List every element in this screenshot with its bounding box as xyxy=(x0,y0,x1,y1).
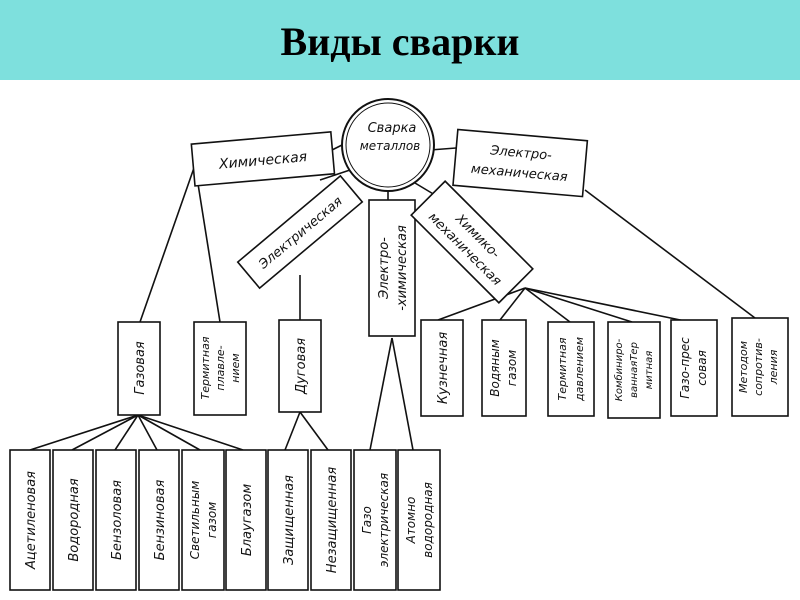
node-chemomechanical: Химико- механическая xyxy=(410,180,534,304)
svg-text:митная: митная xyxy=(644,351,655,390)
node-thermite-pressure: Термитная давлением xyxy=(547,321,595,417)
node-combined-thermite: Комбиниро- ваннаяТер митная xyxy=(607,321,661,419)
svg-text:Термитная: Термитная xyxy=(199,336,212,399)
svg-text:плавле-: плавле- xyxy=(214,345,227,390)
svg-text:Бензиновая: Бензиновая xyxy=(153,479,168,560)
svg-text:сопротив-: сопротив- xyxy=(752,338,765,396)
svg-text:Бензоловая: Бензоловая xyxy=(110,480,125,560)
svg-text:газом: газом xyxy=(505,350,519,386)
svg-text:Термитная: Термитная xyxy=(556,337,569,400)
node-electrochemical: Электро- -химическая xyxy=(368,199,416,337)
node-forge: Кузнечная xyxy=(420,319,464,417)
svg-text:Электро-: Электро- xyxy=(377,237,392,300)
node-light-gas: Светильным газом xyxy=(181,449,225,591)
node-unprotected: Незащищенная xyxy=(310,449,352,591)
svg-text:Газо: Газо xyxy=(360,506,374,534)
node-thermite-melt: Термитная плавле- нием xyxy=(193,321,247,416)
svg-text:ления: ления xyxy=(767,349,780,385)
node-water-gas: Водяным газом xyxy=(481,319,527,417)
svg-text:Дуговая: Дуговая xyxy=(294,338,309,395)
svg-text:Водяным: Водяным xyxy=(488,339,502,396)
svg-text:Химическая: Химическая xyxy=(217,149,307,173)
connector-lines xyxy=(29,144,756,451)
node-blaugas: Блаугазом xyxy=(225,449,267,591)
svg-text:Незащищенная: Незащищенная xyxy=(325,467,340,574)
svg-text:Кузнечная: Кузнечная xyxy=(436,332,451,404)
svg-text:нием: нием xyxy=(229,353,242,382)
node-protected: Защищенная xyxy=(267,449,309,591)
svg-text:совая: совая xyxy=(695,350,709,386)
node-electric: Электрическая xyxy=(236,174,364,290)
svg-text:давлением: давлением xyxy=(573,337,586,402)
node-electromechanical: Электро- механическая xyxy=(452,128,589,198)
node-atomic-hydrogen: Атомно водородная xyxy=(397,449,441,591)
node-hydrogen: Водородная xyxy=(52,449,94,591)
node-resistance: Методом сопротив- ления xyxy=(731,317,789,417)
node-arc: Дуговая xyxy=(278,319,322,413)
svg-text:Электрическая: Электрическая xyxy=(256,194,346,273)
node-chemical: Химическая xyxy=(190,131,336,187)
page-title: Виды сварки xyxy=(280,19,520,64)
svg-text:Водородная: Водородная xyxy=(67,478,82,561)
root-node: Сварка металлов xyxy=(341,98,435,192)
svg-text:водородная: водородная xyxy=(421,482,435,558)
svg-text:электрическая: электрическая xyxy=(377,473,391,567)
svg-text:Блаугазом: Блаугазом xyxy=(240,484,255,557)
svg-text:газом: газом xyxy=(205,502,219,538)
svg-text:Светильным: Светильным xyxy=(188,481,202,560)
svg-text:Ацетиленовая: Ацетиленовая xyxy=(24,471,39,570)
svg-text:ваннаяТер: ваннаяТер xyxy=(629,342,640,398)
node-gas-electric: Газо электрическая xyxy=(353,449,397,591)
svg-text:-химическая: -химическая xyxy=(395,225,410,311)
node-benzol: Бензоловая xyxy=(95,449,137,591)
node-gas: Газовая xyxy=(117,321,161,416)
node-acetylene: Ацетиленовая xyxy=(9,449,51,591)
svg-text:Электро-: Электро- xyxy=(489,143,553,163)
svg-text:Газо-прес: Газо-прес xyxy=(678,337,692,399)
title-bar xyxy=(0,0,800,80)
root-label-2: металлов xyxy=(360,139,421,153)
root-label-1: Сварка xyxy=(368,121,417,136)
svg-text:Защищенная: Защищенная xyxy=(282,475,297,565)
svg-text:Комбиниро-: Комбиниро- xyxy=(613,338,625,401)
node-benzine: Бензиновая xyxy=(138,449,180,591)
svg-text:Атомно: Атомно xyxy=(404,497,418,545)
node-gas-press: Газо-прес совая xyxy=(670,319,718,417)
svg-text:Газовая: Газовая xyxy=(133,341,148,395)
svg-text:Методом: Методом xyxy=(737,341,750,393)
